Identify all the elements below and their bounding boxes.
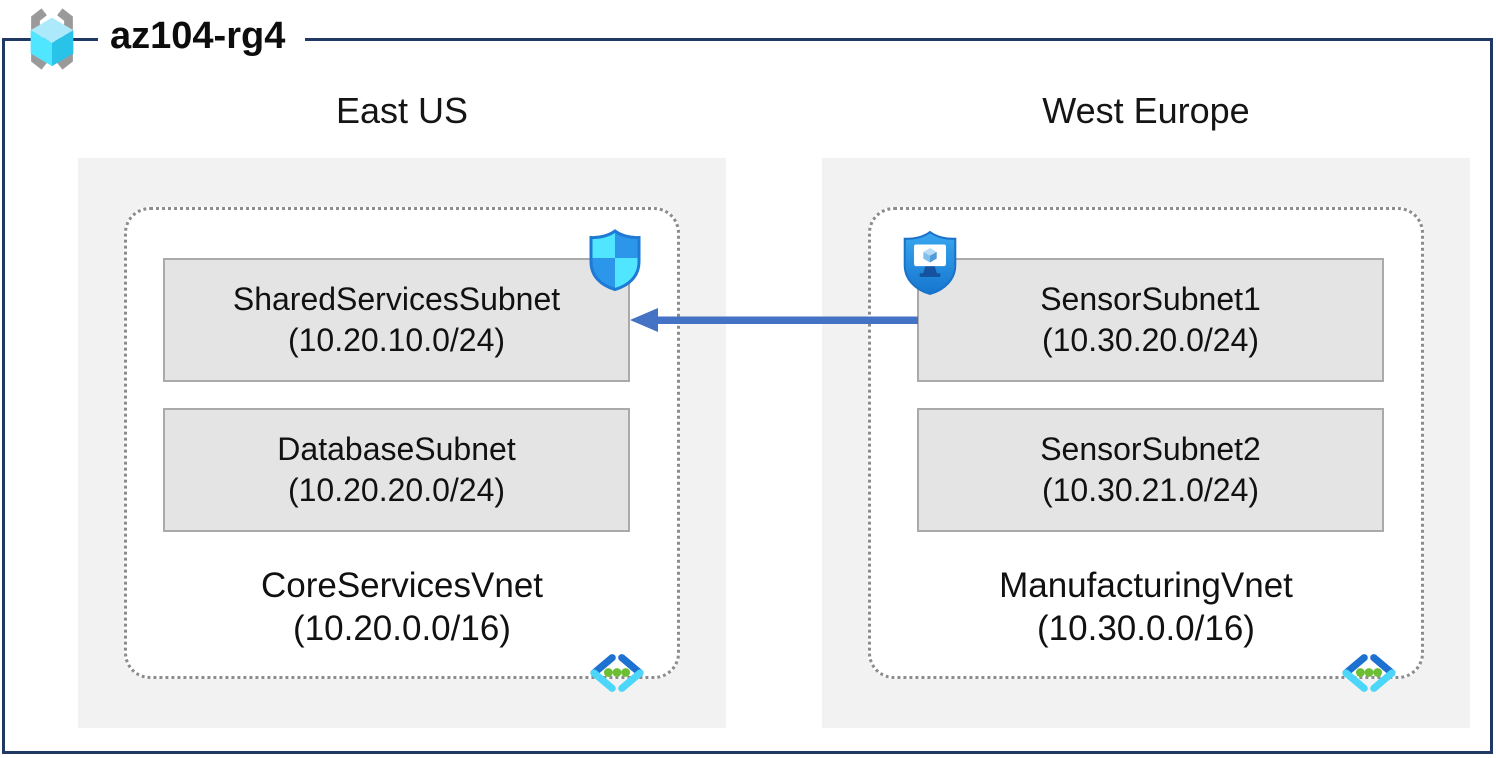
vnet-cidr: (10.30.0.0/16) [1037, 609, 1255, 649]
subnet-sensor1: SensorSubnet1 (10.30.20.0/24) [917, 258, 1384, 382]
resource-group-frame [2, 38, 1493, 754]
subnet-cidr: (10.20.10.0/24) [287, 322, 506, 358]
subnet-name: SensorSubnet2 [1040, 431, 1261, 468]
subnet-sharedservices: SharedServicesSubnet (10.20.10.0/24) [163, 258, 630, 382]
vnet-label-coreservices: CoreServicesVnet (10.20.0.0/16) [124, 564, 680, 651]
vnet-name: ManufacturingVnet [999, 566, 1293, 605]
resource-group-icon [30, 8, 74, 70]
subnet-name: SensorSubnet1 [1040, 281, 1261, 318]
virtual-network-icon [1342, 654, 1396, 692]
vnet-label-manufacturing: ManufacturingVnet (10.30.0.0/16) [868, 564, 1424, 651]
application-security-group-shield-icon [903, 230, 957, 296]
resource-group-title: az104-rg4 [98, 14, 306, 66]
region-title-east-us: East US [335, 90, 469, 131]
vnet-cidr: (10.20.0.0/16) [293, 609, 511, 649]
peering-arrow [630, 308, 918, 332]
subnet-name: SharedServicesSubnet [232, 281, 561, 318]
subnet-cidr: (10.30.21.0/24) [1041, 472, 1260, 508]
subnet-cidr: (10.30.20.0/24) [1041, 322, 1260, 358]
subnet-cidr: (10.20.20.0/24) [287, 472, 506, 508]
subnet-sensor2: SensorSubnet2 (10.30.21.0/24) [917, 408, 1384, 532]
region-title-west-europe: West Europe [1042, 90, 1250, 131]
virtual-network-icon [590, 654, 644, 692]
subnet-database: DatabaseSubnet (10.20.20.0/24) [163, 408, 630, 532]
network-security-group-shield-icon [589, 229, 641, 292]
subnet-name: DatabaseSubnet [277, 431, 516, 468]
vnet-name: CoreServicesVnet [260, 566, 544, 605]
